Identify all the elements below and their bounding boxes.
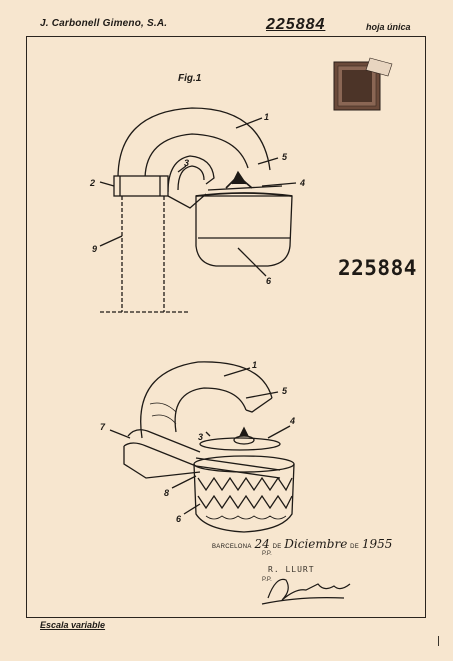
- label-2-top: 2: [89, 178, 95, 188]
- label-3-top: 3: [184, 158, 189, 168]
- date-day: 24: [254, 537, 270, 551]
- stamp-pp-top: P.P.: [262, 551, 272, 557]
- date-de1: DE: [272, 544, 282, 550]
- label-9-top: 9: [92, 244, 97, 254]
- date-month: Diciembre: [284, 537, 348, 551]
- label-4-top: 4: [299, 178, 305, 188]
- fig1-top-view: [99, 107, 297, 313]
- fig1-perspective-labels: 1 5 3 4 7 8 6: [100, 360, 295, 524]
- corner-mark: [438, 636, 439, 646]
- label-6-top: 6: [266, 276, 272, 286]
- label-6-bottom: 6: [176, 514, 182, 524]
- date-year: 1955: [361, 537, 393, 551]
- label-8-bottom: 8: [164, 488, 169, 498]
- figure-title: Fig.1: [178, 73, 202, 84]
- label-4-bottom: 4: [289, 416, 295, 426]
- date-line: BARCELONA 24 DE Diciembre DE 1955: [212, 537, 392, 551]
- label-5-bottom: 5: [282, 386, 288, 396]
- date-city: BARCELONA: [212, 544, 252, 550]
- revenue-stamp: [333, 57, 393, 111]
- label-7-bottom: 7: [100, 422, 106, 432]
- drawing-frame: [26, 36, 426, 618]
- scale-note: Escala variable: [40, 620, 106, 630]
- fig1-perspective-view: [109, 361, 295, 533]
- stamp-pp-bottom: P.P.: [262, 577, 272, 583]
- patent-number: 225884: [266, 16, 326, 33]
- sheet-note: hoja única: [366, 22, 411, 32]
- date-de2: DE: [350, 544, 360, 550]
- stamp-agent-name: R. LLURT: [268, 565, 315, 574]
- fig1-top-labels: 1 2 3 4 5 6 9: [89, 112, 305, 286]
- label-5-top: 5: [282, 152, 288, 162]
- label-1-bottom: 1: [252, 360, 257, 370]
- side-patent-number: 225884: [338, 256, 417, 280]
- applicant-name: J. Carbonell Gimeno, S.A.: [40, 18, 168, 29]
- handwritten-signature: [261, 578, 351, 605]
- label-3-bottom: 3: [198, 432, 203, 442]
- label-1-top: 1: [264, 112, 269, 122]
